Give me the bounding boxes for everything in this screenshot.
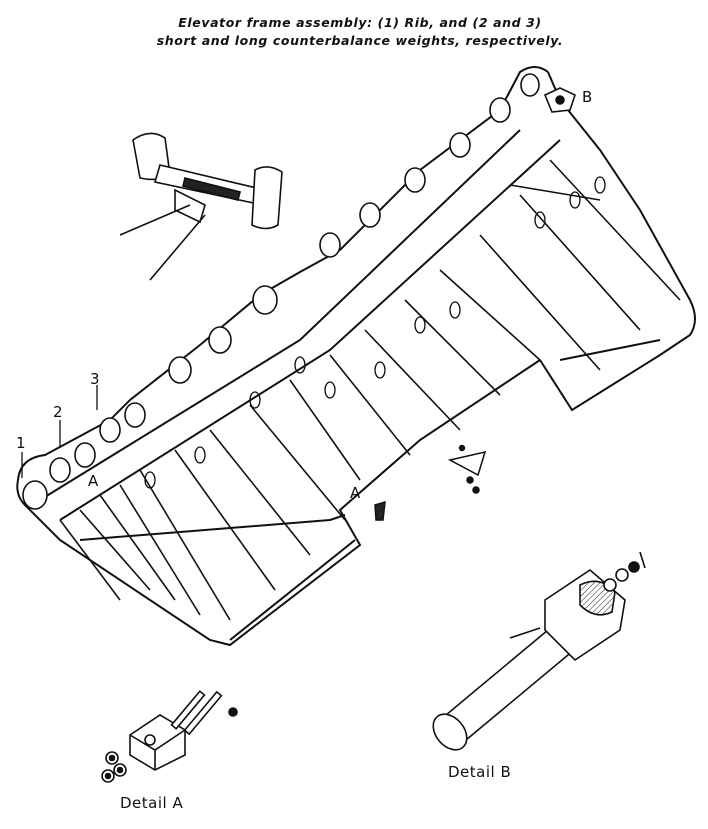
rib-set <box>59 159 681 621</box>
aircraft-thumbnail <box>119 132 283 281</box>
callout-b: B <box>582 88 592 106</box>
callout-2: 2 <box>53 403 63 421</box>
callout-3: 3 <box>90 370 100 388</box>
lightening-holes <box>144 176 606 489</box>
elevator-frame <box>16 66 696 647</box>
counterbalance-weights <box>22 73 540 510</box>
bracket-parts <box>374 444 487 521</box>
figure-caption: Elevator frame assembly: (1) Rib, and (2… <box>120 14 600 50</box>
hinge-fitting-b <box>543 87 576 113</box>
callout-a: A <box>350 484 361 502</box>
callout-a-frame: A <box>88 472 99 490</box>
caption-line-1: Elevator frame assembly: (1) Rib, and (2… <box>178 15 542 30</box>
callout-1: 1 <box>16 434 26 452</box>
detail-b-parts <box>432 551 646 751</box>
callout-leaders <box>21 385 98 478</box>
detail-a-parts <box>101 690 238 783</box>
detail-a-label: Detail A <box>120 794 183 812</box>
detail-b-label: Detail B <box>448 763 511 781</box>
caption-line-2: short and long counterbalance weights, r… <box>156 33 564 48</box>
